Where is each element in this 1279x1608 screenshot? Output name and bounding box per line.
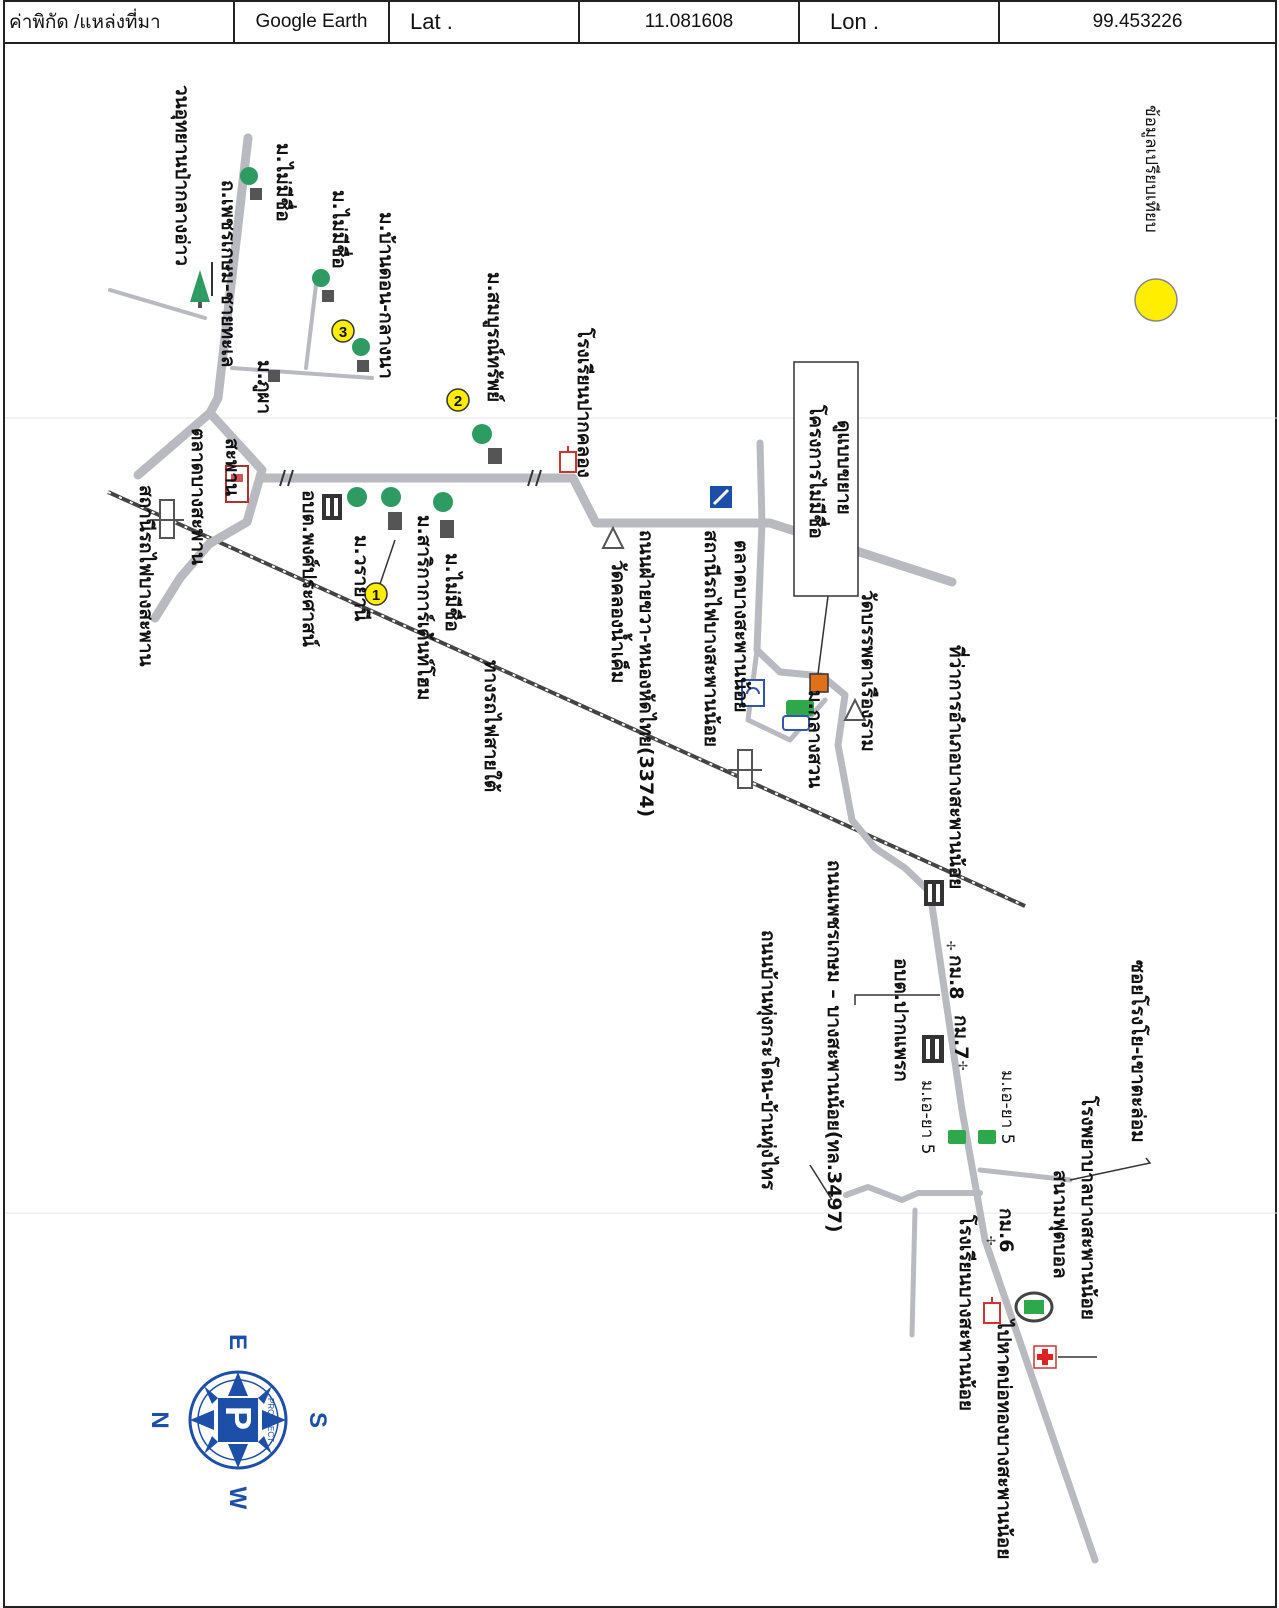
compass-logo-badge	[218, 1398, 258, 1442]
label-m-klang-suan: ม.กลางสวน	[804, 690, 826, 788]
compass-w-label: W	[224, 1487, 251, 1510]
svg-text:1: 1	[372, 587, 380, 604]
compass-s-label: S	[304, 1412, 331, 1428]
compass-west-arrow	[228, 1444, 248, 1468]
source-value: Google Earth	[235, 2, 390, 42]
label-obt-pongprasart: อบต.พงศ์ประศาสน์	[298, 490, 320, 647]
legend-marker	[1134, 278, 1178, 322]
compass-north-arrow	[190, 1410, 214, 1430]
hospital-icon	[1033, 1345, 1057, 1369]
bus-icon	[948, 1130, 996, 1144]
callout-line	[817, 595, 829, 675]
comparison-marker-3: 3	[331, 319, 355, 343]
bus-icon	[782, 700, 814, 731]
comparison-marker-2: 2	[446, 388, 470, 412]
compass-east-arrow	[228, 1372, 248, 1396]
label-stadium: สนามฟุตบอล	[1048, 1170, 1071, 1279]
label-soi: ซอยโรงโย-เขาตะล่อม	[1127, 960, 1150, 1143]
coord-label: ค่าพิกัด /แหล่งที่มา	[5, 2, 235, 42]
svg-text:3: 3	[339, 324, 347, 341]
callout-line	[809, 1164, 833, 1201]
label-m-nameless2: ม.ไม่มีชื่อ	[272, 143, 297, 222]
compass-south-arrow	[262, 1410, 286, 1430]
project-label-line2: ดูแบบขยาย	[832, 420, 855, 515]
train-station-icon	[150, 499, 184, 539]
label-sabpan: สะพาน	[221, 438, 243, 496]
school-icon	[983, 1297, 1001, 1324]
lat-label: Lat .	[390, 2, 580, 42]
compass-rose: P PROSPECT N S E W	[146, 1334, 331, 1510]
compass-e-label: E	[224, 1334, 251, 1350]
label-m-ban-don: ม.บ้านดอน-กลางนา	[375, 212, 397, 379]
lat-value: 11.081608	[580, 2, 800, 42]
label-road-3497: ถนนเพชรเกษม – บางสะพานน้อย(ทล.3497)	[823, 860, 845, 1233]
label-m-nameless3: ม.ไม่มีชื่อ	[328, 190, 353, 269]
label-m-ae-ya2: ม.เอ-ยา 5	[997, 1070, 1017, 1145]
label-park: วนอุทยานป่ากลางอ่าว	[170, 85, 193, 266]
school-icon	[559, 446, 577, 473]
label-railway: ทางรถไฟสายใต้	[480, 660, 503, 792]
callout-line	[854, 994, 940, 1005]
header-bar: ค่าพิกัด /แหล่งที่มา Google Earth Lat . …	[3, 0, 1277, 44]
train-station-icon	[728, 749, 762, 789]
village-tree-icon	[240, 167, 492, 512]
bridge-icon	[279, 469, 542, 487]
label-m-phupa: ม.ภูผา	[252, 360, 275, 414]
lon-value: 99.453226	[1092, 11, 1183, 32]
market-icon	[225, 465, 249, 503]
label-market1: ตลาดบางสะพาน	[187, 428, 209, 565]
park-tree-icon	[190, 262, 213, 308]
label-district-hospital-road: โรงพยาบาลบางสะพานน้อย	[1077, 1095, 1100, 1320]
map-frame	[3, 42, 1277, 1608]
label-road-thungkradon: ถนนบ้านทุ่งกระโดน-บ้านทุ่งไทร	[756, 930, 780, 1191]
label-m-saree: ม.สาริกาการ์เด้นท์โฮม	[413, 515, 436, 700]
comparison-marker-1: 1	[364, 582, 388, 606]
km-marker-icon: ✢ ✢ ✢	[946, 939, 996, 1248]
label-km7: กม.7	[950, 1015, 972, 1059]
government-office-icon	[922, 1035, 944, 1063]
label-m-somboon: ม.สมบูรณ์ทรัพย์	[482, 272, 505, 402]
temple-icon	[843, 697, 867, 721]
label-market2: ตลาดบางสะพานน้อย	[730, 540, 752, 713]
compass-brand: PROSPECT	[266, 1398, 275, 1442]
label-to-beach: ไปหาดบ่อทองบางสะพานน้อย	[993, 1318, 1016, 1559]
label-km6: กม.6	[995, 1208, 1017, 1252]
callout-line	[377, 539, 396, 591]
label-road-3374: ถนนฝ่ายขวา-หนองหัดไทย(3374)	[635, 530, 658, 817]
label-km8: กม.8	[945, 955, 967, 999]
label-road-phetkasem: ถ.เพชรเกษม-ชายทะเล	[217, 180, 239, 367]
lon-label: Lon .	[800, 2, 1000, 42]
project-callout-box	[793, 361, 859, 597]
label-m-nameless1: ม.ไม่มีชื่อ	[441, 553, 466, 632]
label-wat1: วัดคลองน้ำเค็ม	[607, 560, 633, 683]
label-district-office: ที่ว่าการอำเภอบางสะพานน้อย	[945, 645, 970, 889]
government-office-icon	[924, 880, 944, 906]
label-station2: สถานีรถไฟบางสะพานน้อย	[700, 530, 723, 747]
project-label-line1: โครงการไม่มีชื่อ	[805, 404, 830, 539]
legend-label: ข้อมูลเปรียบเทียบ	[1141, 105, 1161, 233]
project-location-marker	[809, 673, 829, 693]
svg-text:✢: ✢	[958, 1059, 968, 1073]
svg-text:2: 2	[454, 393, 462, 410]
compass-logo-letter: P	[218, 1406, 259, 1430]
svg-text:✢: ✢	[986, 1234, 996, 1248]
label-school2: โรงเรียนบางสะพานน้อย	[955, 1214, 978, 1411]
label-m-ae-ya1: ม.เอ-ยา 5	[917, 1080, 937, 1155]
village-house-icon	[250, 188, 502, 538]
label-obt-pak-phraek: อบต.ปากแพรก	[890, 958, 912, 1082]
railway-line	[107, 490, 1026, 908]
temple-icon	[601, 525, 625, 549]
market-icon	[741, 679, 765, 707]
svg-text:✢: ✢	[946, 939, 956, 953]
traffic-sign-icon	[710, 486, 732, 508]
label-wat2: วัดบรรพตาเรืองราม	[857, 590, 879, 752]
compass-n-label: N	[146, 1411, 173, 1428]
government-office-icon	[322, 494, 342, 520]
label-m-wara: ม.วรายานี	[350, 535, 372, 621]
stadium-icon	[1014, 1291, 1054, 1323]
label-school1: โรงเรียนปากคลอง	[573, 327, 596, 478]
callout-line	[1069, 1157, 1152, 1181]
label-station1: สถานีรถไฟบางสะพาน	[135, 485, 158, 666]
